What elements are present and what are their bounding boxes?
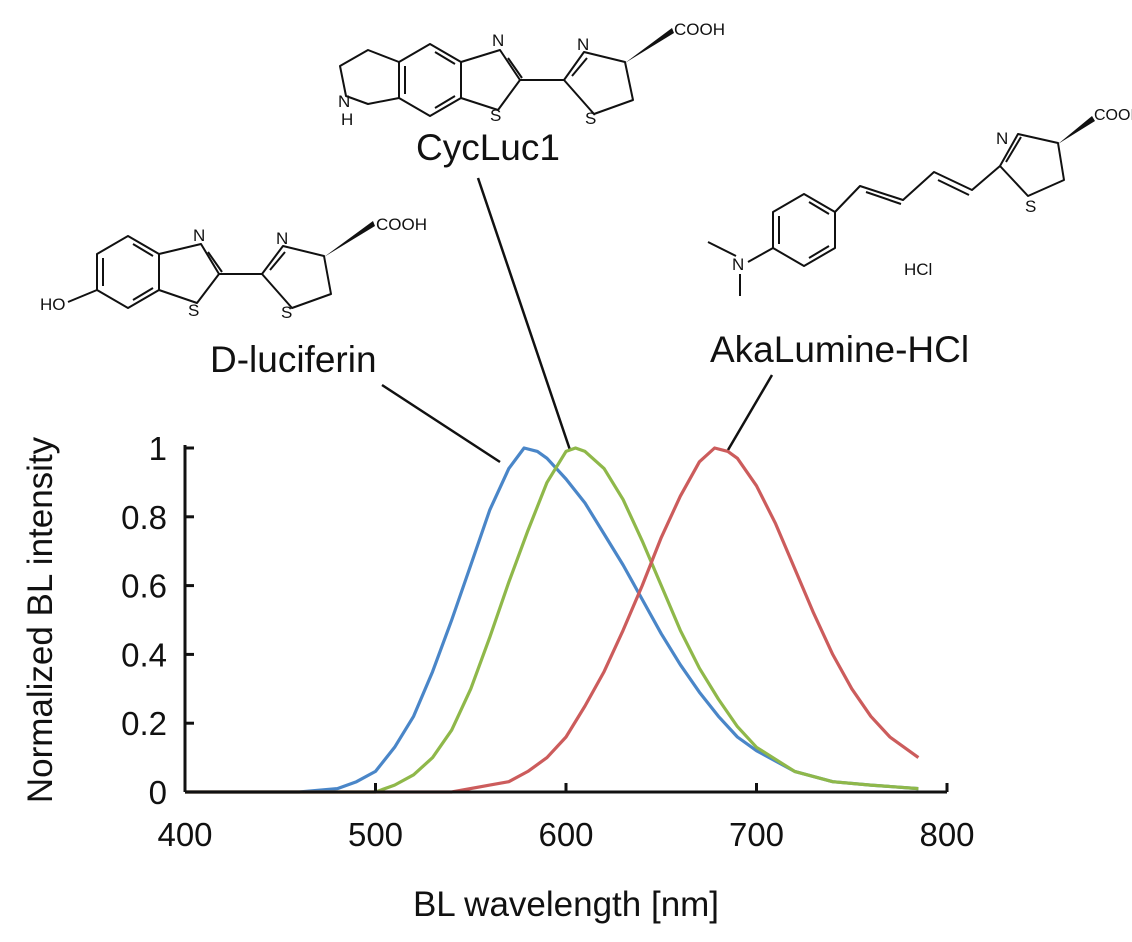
d-luciferin-s1-label: S xyxy=(188,301,199,320)
akalumine-s-label: S xyxy=(1025,197,1036,216)
y-tick-label: 0 xyxy=(149,774,167,811)
x-tick-label: 700 xyxy=(729,816,784,853)
y-axis-ticks: 0 0.2 0.4 0.6 0.8 1 xyxy=(121,430,194,811)
akalumine-structure: N N S COOH HCl xyxy=(707,107,1132,296)
y-tick-label: 0.6 xyxy=(121,568,167,605)
series-line-cycluc1 xyxy=(185,446,919,794)
d-luciferin-n2-label: N xyxy=(276,229,288,248)
d-luciferin-s2-label: S xyxy=(281,303,292,322)
x-tick-label: 400 xyxy=(157,816,212,853)
cycluc1-s1-label: S xyxy=(490,106,501,125)
leader-akalumine xyxy=(726,374,774,451)
cycluc1-structure: N H N S N S COOH xyxy=(338,20,725,129)
leader-d-luciferin xyxy=(381,383,501,464)
cycluc1-acid-label: COOH xyxy=(674,20,725,39)
x-tick-label: 800 xyxy=(919,816,974,853)
y-tick-label: 1 xyxy=(149,430,167,467)
series-curves xyxy=(185,446,920,794)
y-tick-label: 0.4 xyxy=(121,636,167,673)
cycluc1-h-label: H xyxy=(341,110,353,129)
y-tick-label: 0.8 xyxy=(121,499,167,536)
plot-area: 400 500 600 700 800 0 0.2 0.4 0.6 0.8 1 xyxy=(121,430,974,853)
cycluc1-n1-label: N xyxy=(492,31,504,50)
x-axis-title: BL wavelength [nm] xyxy=(413,885,719,924)
cycluc1-nh-label: N xyxy=(338,92,350,111)
y-tick-label: 0.2 xyxy=(121,705,167,742)
akalumine-n2-label: N xyxy=(996,129,1008,148)
akalumine-n-label: N xyxy=(732,255,744,274)
akalumine-salt-label: HCl xyxy=(904,260,932,279)
cycluc1-n2-label: N xyxy=(577,35,589,54)
series-line-d-luciferin xyxy=(185,446,919,794)
callout-akalumine: AkaLumine-HCl xyxy=(710,329,969,370)
callout-d-luciferin: D-luciferin xyxy=(210,339,377,380)
x-tick-label: 500 xyxy=(348,816,403,853)
d-luciferin-acid-label: COOH xyxy=(376,215,427,234)
akalumine-acid-label: COOH xyxy=(1094,107,1132,124)
x-tick-label: 600 xyxy=(538,816,593,853)
d-luciferin-structure: HO N S N S COOH xyxy=(40,215,427,322)
d-luciferin-n1-label: N xyxy=(193,226,205,245)
y-axis-title: Normalized BL intensity xyxy=(21,436,60,803)
x-axis-ticks: 400 500 600 700 800 xyxy=(157,783,975,853)
series-line-akalumine-hcl xyxy=(185,446,920,794)
cycluc1-s2-label: S xyxy=(585,109,596,128)
d-luciferin-oh-label: HO xyxy=(40,295,66,314)
leader-cycluc1 xyxy=(476,177,572,451)
callout-cycluc1: CycLuc1 xyxy=(416,127,560,168)
